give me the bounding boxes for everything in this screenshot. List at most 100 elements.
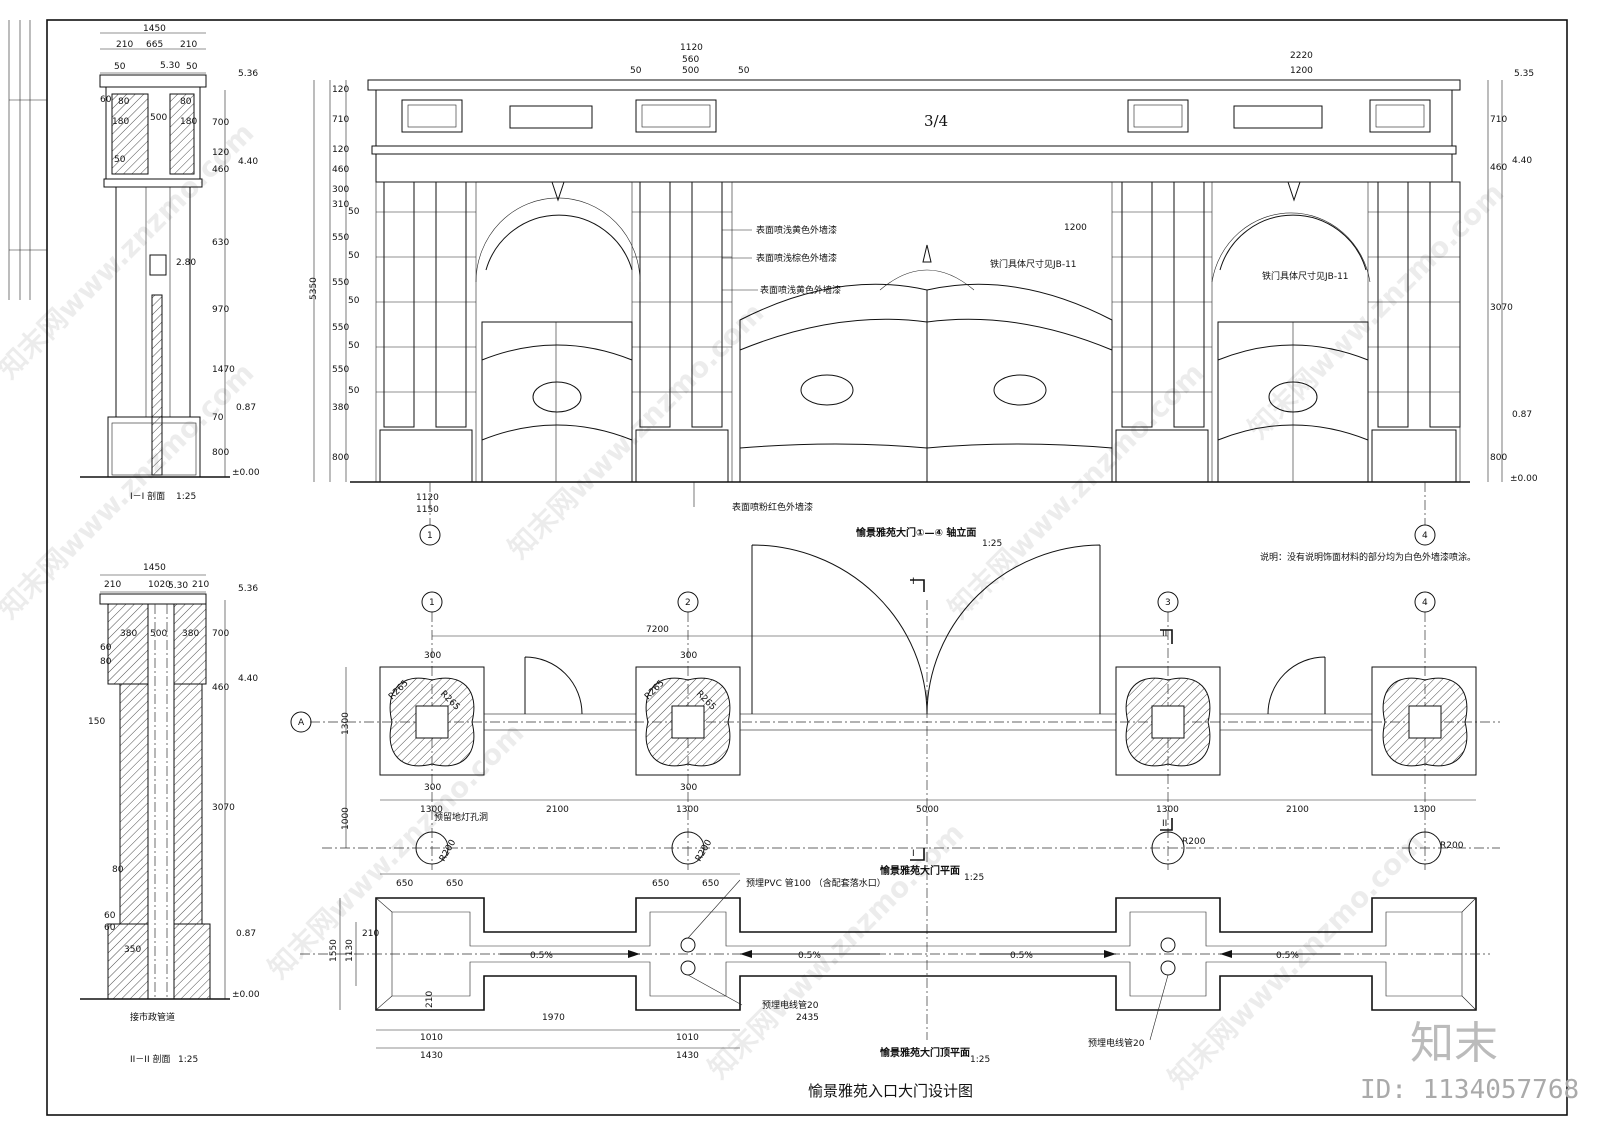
plan-dim: 1300 <box>1413 805 1436 815</box>
elevation-dim: 550 <box>332 233 349 243</box>
section2-dim: 1450 <box>143 563 166 573</box>
elevation-note: 铁门具体尺寸见JB-11 <box>1262 270 1349 282</box>
section2-level: 4.40 <box>238 674 258 684</box>
elevation-dim: 550 <box>332 278 349 288</box>
section2-dim: 3070 <box>212 803 235 813</box>
elevation-remark: 说明：没有说明饰面材料的部分均为白色外墙漆喷涂。 <box>1260 551 1476 563</box>
roof-dim: 1130 <box>345 939 355 962</box>
section1-dim: 180 <box>180 117 197 127</box>
watermark-text: 知末网www.znzmo.com <box>1242 176 1511 445</box>
section1-dim: 500 <box>150 113 167 123</box>
plan-dim: 2100 <box>546 805 569 815</box>
elevation-dim: 560 <box>682 55 699 65</box>
plan-axis-label: A <box>298 718 305 728</box>
roof-dim: 210 <box>425 991 435 1008</box>
section2-dim: 60 <box>104 911 116 921</box>
section1-title: I－I 剖面 <box>130 490 165 502</box>
plan-drawing <box>290 544 1500 1040</box>
plan-dim: 300 <box>424 783 441 793</box>
section2-dim: 210 <box>192 580 209 590</box>
section1-dim: 460 <box>212 165 229 175</box>
section1-dim: 50 <box>186 62 198 72</box>
roof-slope: 0.5% <box>530 951 553 961</box>
elevation-dim: 710 <box>332 115 349 125</box>
watermark-text: 知末网www.znzmo.com <box>502 296 771 565</box>
section1-dim: 210 <box>116 40 133 50</box>
plan-section-mark: I <box>912 849 915 859</box>
roof-note: 预埋电线管20 <box>1088 1037 1145 1049</box>
watermark-text: 知末网www.znzmo.com <box>1162 826 1431 1095</box>
section2-dim: 80 <box>112 865 124 875</box>
section1-level: 5.36 <box>238 69 258 79</box>
section2-dim: 500 <box>150 629 167 639</box>
elevation-note: 表面喷浅棕色外墙漆 <box>756 252 837 264</box>
section2-dim: 460 <box>212 683 229 693</box>
section1-dim: 210 <box>180 40 197 50</box>
elevation-level: 5.35 <box>1514 69 1534 79</box>
roof-scale: 1:25 <box>970 1055 990 1065</box>
elevation-note: 铁门具体尺寸见JB-11 <box>990 258 1077 270</box>
plan-radius: R200 <box>1182 837 1206 847</box>
elevation-dim: 800 <box>332 453 349 463</box>
section1-dim: 665 <box>146 40 163 50</box>
roof-slope: 0.5% <box>1010 951 1033 961</box>
plan-radius: R200 <box>1440 841 1464 851</box>
elevation-level: 0.87 <box>1512 410 1532 420</box>
plan-dim: 650 <box>702 879 719 889</box>
elevation-dim: 50 <box>630 66 642 76</box>
elevation-dim: 1200 <box>1064 223 1087 233</box>
roof-drawing <box>300 879 1490 1049</box>
section2-dim: 380 <box>120 629 137 639</box>
section2-title: II－II 剖面 <box>130 1053 170 1065</box>
section1-dim: 180 <box>112 117 129 127</box>
section1-dim: 50 <box>114 62 126 72</box>
elevation-total-height: 5350 <box>309 277 319 300</box>
section2-level: ±0.00 <box>232 990 260 1000</box>
section1-scale: 1:25 <box>176 492 196 502</box>
section1-level: 4.40 <box>238 157 258 167</box>
elevation-dim: 800 <box>1490 453 1507 463</box>
roof-dim: 1430 <box>676 1051 699 1061</box>
elevation-dim: 500 <box>682 66 699 76</box>
elevation-dim: 300 <box>332 185 349 195</box>
section1-dim: 800 <box>212 448 229 458</box>
plan-dim: 2100 <box>1286 805 1309 815</box>
section1-dim: 970 <box>212 305 229 315</box>
plan-dim: 300 <box>424 651 441 661</box>
elevation-drawing <box>313 79 1503 546</box>
section2-scale: 1:25 <box>178 1055 198 1065</box>
section-1-drawing <box>80 32 230 478</box>
roof-note: 预埋PVC 管100 （含配套落水口） <box>746 877 886 889</box>
plan-section-mark: I <box>912 577 915 587</box>
roof-dim: 2435 <box>796 1013 819 1023</box>
elevation-dim: 50 <box>348 251 360 261</box>
section1-level: 5.30 <box>160 61 180 71</box>
plan-title: 愉景雅苑大门平面 <box>880 864 960 877</box>
elevation-scale: 1:25 <box>982 539 1002 549</box>
elevation-dim: 710 <box>1490 115 1507 125</box>
section2-dim: 80 <box>100 657 112 667</box>
elevation-dim: 1200 <box>1290 66 1313 76</box>
roof-dim: 1970 <box>542 1013 565 1023</box>
section2-dim: 210 <box>104 580 121 590</box>
section1-dim: 700 <box>212 118 229 128</box>
roof-slope: 0.5% <box>798 951 821 961</box>
elevation-note: 表面喷浅黄色外墙漆 <box>756 224 837 236</box>
section-2-drawing <box>80 574 230 1000</box>
section2-dim: 60 <box>104 923 116 933</box>
section1-dim: 1470 <box>212 365 235 375</box>
section1-dim: 630 <box>212 238 229 248</box>
section2-dim: 700 <box>212 629 229 639</box>
elevation-dim: 50 <box>738 66 750 76</box>
section1-dim: 50 <box>114 155 126 165</box>
elevation-dim: 2220 <box>1290 51 1313 61</box>
elevation-dim: 1120 <box>680 43 703 53</box>
elevation-level: 4.40 <box>1512 156 1532 166</box>
elevation-dim: 380 <box>332 403 349 413</box>
elevation-title: 愉景雅苑大门①—④ 轴立面 <box>856 526 976 539</box>
plan-dim: 1000 <box>341 807 351 830</box>
plan-dim: 300 <box>680 651 697 661</box>
section1-level: ±0.00 <box>232 468 260 478</box>
axis-label: 1 <box>427 531 433 541</box>
plan-scale: 1:25 <box>964 873 984 883</box>
